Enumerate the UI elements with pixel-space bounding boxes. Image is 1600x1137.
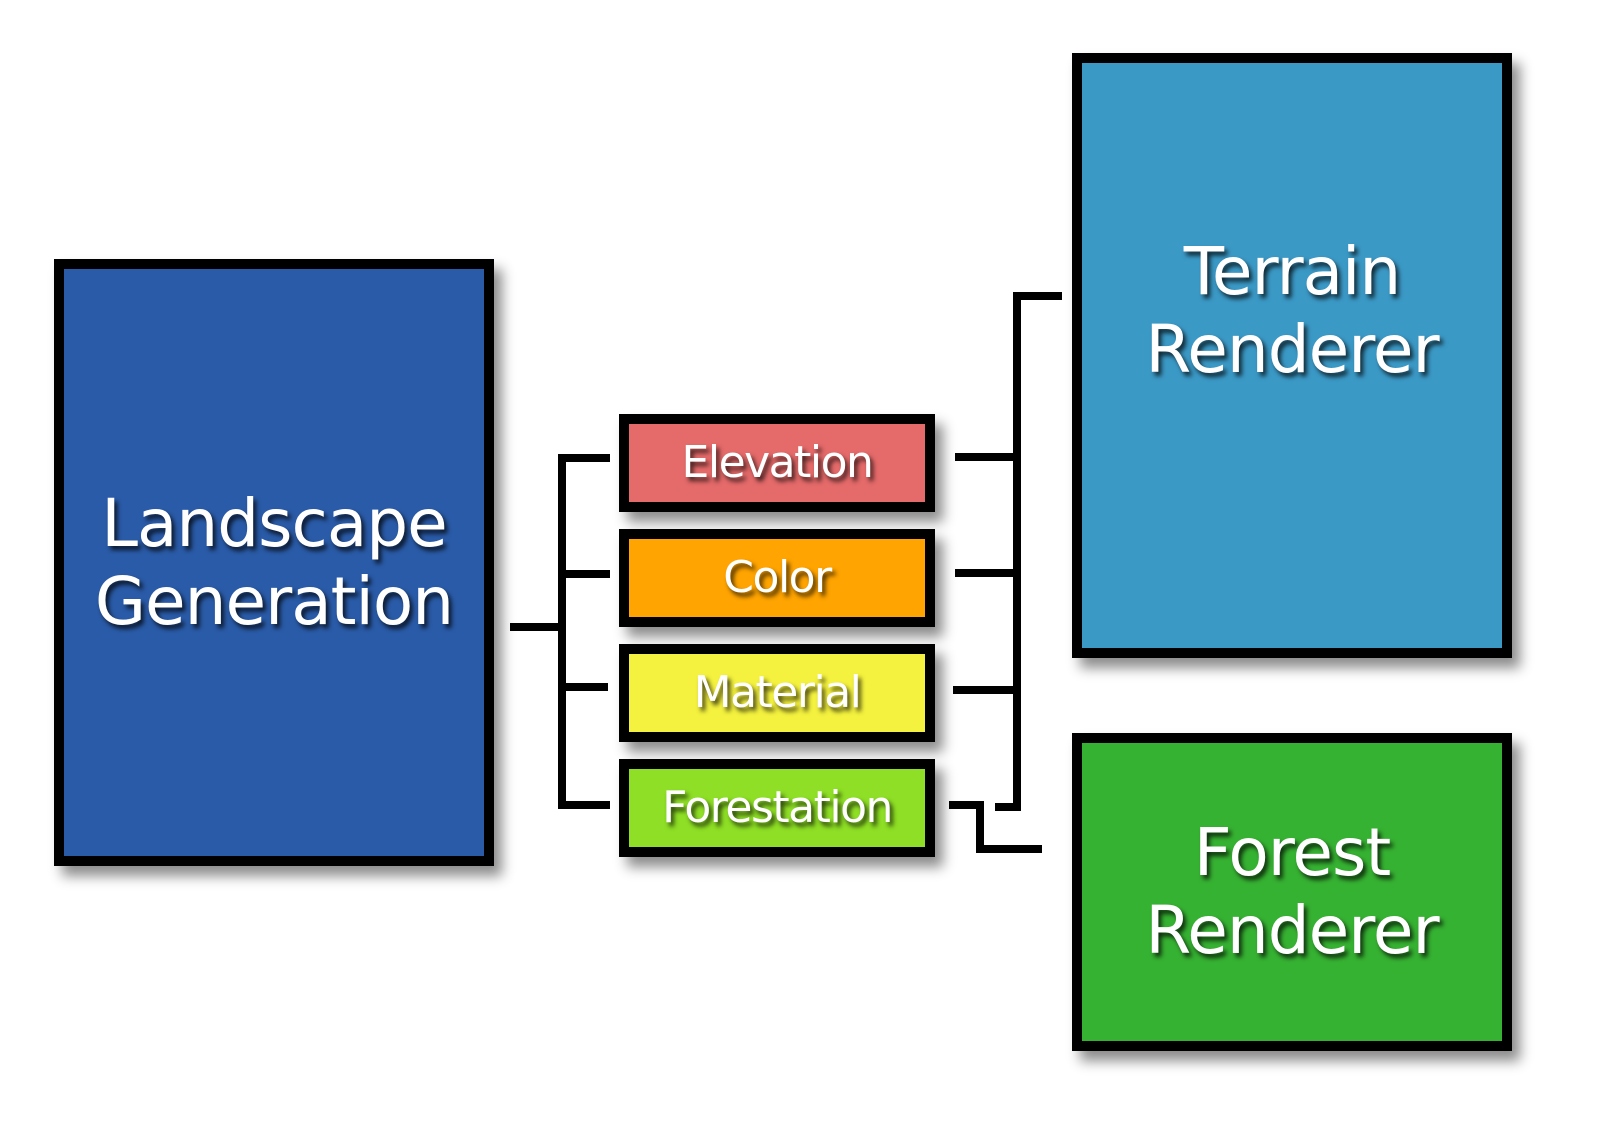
elevation-box: Elevation (619, 414, 935, 512)
landscape-generation-label: Landscape Generation (94, 484, 454, 641)
forestation-label: Forestation (662, 782, 893, 834)
color-label: Color (723, 552, 832, 604)
forest-renderer-box: Forest Renderer (1072, 733, 1512, 1051)
landscape-label-line2: Generation (94, 562, 454, 640)
elevation-label: Elevation (681, 437, 874, 489)
terrain-renderer-box: Terrain Renderer (1072, 53, 1512, 658)
color-box: Color (619, 529, 935, 627)
terrain-label-line2: Renderer (1145, 310, 1439, 388)
material-label: Material (693, 667, 862, 719)
forest-label-line2: Renderer (1145, 892, 1439, 969)
forestation-box: Forestation (619, 759, 935, 857)
terrain-label-line1: Terrain (1183, 233, 1401, 310)
landscape-label-line1: Landscape (101, 484, 448, 562)
landscape-generation-box: Landscape Generation (54, 259, 494, 866)
connector-to-forest (949, 801, 1042, 853)
forest-label-line1: Forest (1193, 814, 1392, 892)
terrain-renderer-label: Terrain Renderer (1145, 233, 1439, 389)
material-box: Material (619, 644, 935, 742)
forest-renderer-label: Forest Renderer (1145, 814, 1439, 970)
